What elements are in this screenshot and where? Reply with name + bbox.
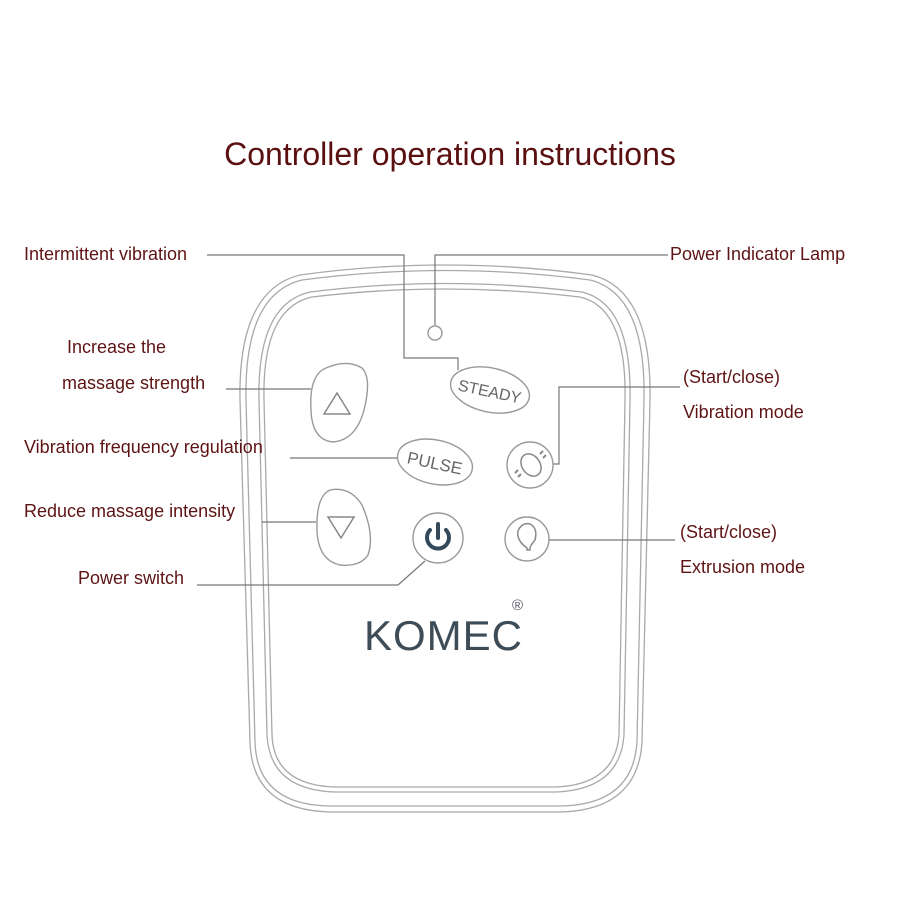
page-title: Controller operation instructions xyxy=(224,136,676,172)
leader-vibration-mode xyxy=(552,386,680,465)
leader-power-switch xyxy=(197,560,426,586)
power-indicator-lamp xyxy=(427,325,443,341)
registered-mark: ® xyxy=(512,597,524,614)
label-extrusion-mode: Extrusion mode xyxy=(680,557,806,577)
vibration-icon xyxy=(520,453,542,477)
label-power-switch: Power switch xyxy=(78,568,185,588)
controller-outline-inner xyxy=(258,282,631,793)
controller-outline-outer2 xyxy=(245,269,645,807)
vibration-mode-button xyxy=(506,441,554,489)
controller-outline-outer xyxy=(239,264,651,813)
vibration-waves-icon xyxy=(514,450,547,478)
label-vibration-start-close: (Start/close) xyxy=(683,367,781,387)
down-triangle-icon xyxy=(326,516,356,540)
steady-button xyxy=(449,366,531,414)
label-increase-line1: Increase the xyxy=(67,337,167,357)
up-triangle-icon xyxy=(322,391,352,415)
label-extrusion-start-close: (Start/close) xyxy=(680,522,778,542)
label-vibration-mode: Vibration mode xyxy=(683,402,804,422)
controller-outline-inner2 xyxy=(263,288,626,788)
reduce-button xyxy=(316,488,372,566)
label-increase-line2: massage strength xyxy=(62,373,206,393)
brand-logo: KOMEC xyxy=(364,612,524,659)
label-intermittent-vibration: Intermittent vibration xyxy=(24,244,188,264)
label-power-indicator-lamp: Power Indicator Lamp xyxy=(670,244,846,264)
extrusion-mode-button xyxy=(504,516,550,562)
leader-intermittent-vibration xyxy=(207,254,459,370)
pulse-button xyxy=(396,438,474,486)
label-vibration-frequency: Vibration frequency regulation xyxy=(24,437,263,457)
bulb-icon xyxy=(516,522,537,551)
label-reduce-intensity: Reduce massage intensity xyxy=(24,501,236,521)
leader-power-lamp xyxy=(434,254,668,325)
increase-button xyxy=(310,362,369,443)
power-icon xyxy=(425,522,451,551)
